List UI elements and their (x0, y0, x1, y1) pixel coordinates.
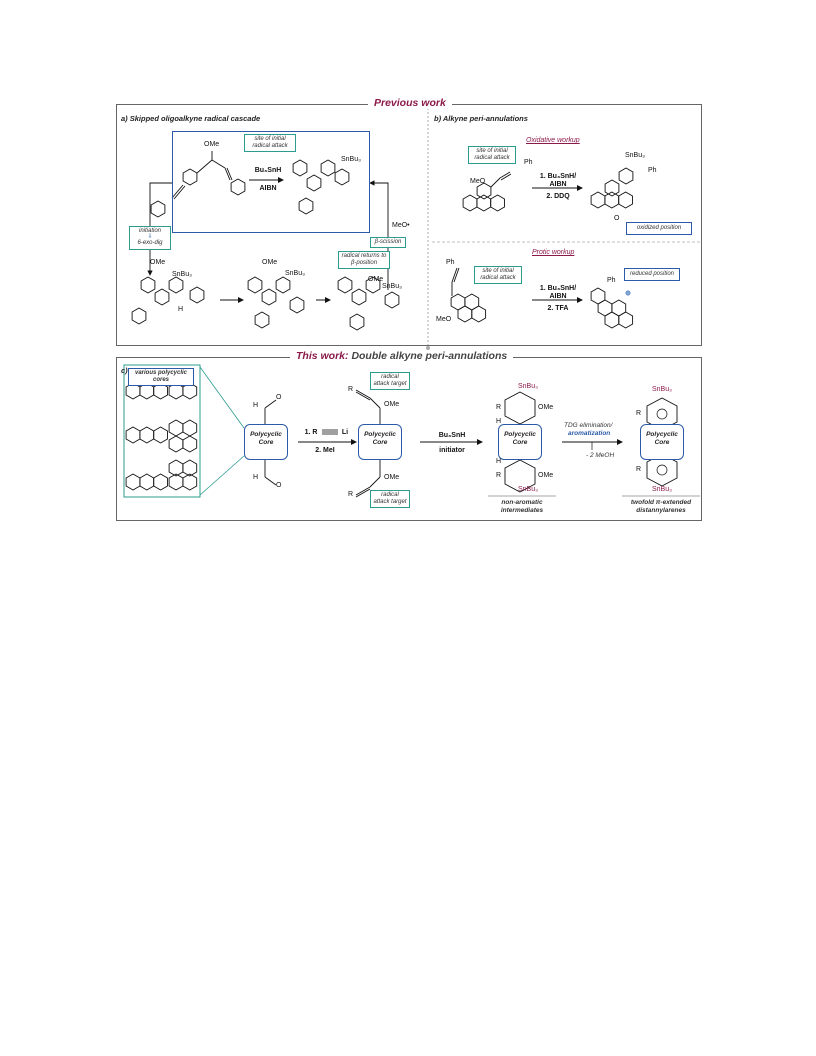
aldehyde-o-bottom: O (276, 482, 282, 489)
core-2-line1: Polycyclic (364, 431, 396, 438)
panel-b-ox-reagent-1: 1. Bu₃SnH/ (539, 173, 577, 180)
h-inter-top: H (496, 418, 502, 425)
panel-a-radical-returns: radical returns to β-position (338, 251, 390, 269)
panel-a-exo-dig: 6-exo-dig (137, 240, 163, 246)
core-box-2: Polycyclic Core (358, 424, 402, 460)
panel-b-pr-start (451, 267, 486, 322)
panel-a-down-arrow-icon: ⇩ (147, 234, 153, 240)
panel-c-step1-li: Li (341, 429, 349, 436)
various-cores-group (123, 364, 201, 498)
panel-b-pr-product (590, 287, 633, 328)
panel-b-pr-reagent-1: 1. Bu₃SnH/ (539, 285, 577, 292)
panel-b-ph-2: Ph (648, 167, 657, 174)
aldehyde-o-top: O (276, 394, 282, 401)
panel-b-ox-reagent-3: 2. DDQ (546, 193, 570, 200)
panel-b-site-label-2: site of initial radical attack (474, 266, 522, 284)
snbu3-inter-top: SnBu₃ (518, 383, 538, 390)
panel-a-beta-scission: β-scission (370, 237, 406, 248)
ome-bottom-mid: OMe (384, 474, 400, 481)
twofold-caption: twofold π-extended distannylarenes (630, 499, 692, 514)
zoom-line-bottom (199, 455, 245, 496)
core-box-1: Polycyclic Core (244, 424, 288, 460)
panel-b-ph-4: Ph (607, 277, 616, 284)
r-prod-top: R (636, 410, 642, 417)
panel-a-label: a) Skipped oligoalkyne radical cascade (121, 114, 261, 123)
step3-tdg: TDG elimination/ (564, 422, 613, 429)
core-3-line2: Core (512, 439, 528, 446)
ome-inter-bottom: OMe (538, 472, 554, 479)
panel-b-reduced-label: reduced position (624, 268, 680, 281)
snbu3-prod-top: SnBu₃ (652, 386, 672, 393)
h-inter-bottom: H (496, 458, 502, 465)
panel-a-snbu3-4: SnBu₃ (382, 283, 402, 290)
core-1-line1: Polycyclic (250, 431, 282, 438)
panel-a-reagent-1: Bu₃SnH (254, 167, 282, 174)
ome-top-mid: OMe (384, 401, 400, 408)
step3-meoh: - 2 MeOH (586, 452, 615, 459)
ome-inter-top: OMe (538, 404, 554, 411)
r-prod-bottom: R (636, 466, 642, 473)
core-3-line1: Polycyclic (504, 431, 536, 438)
panel-b-snbu3: SnBu₃ (625, 152, 645, 159)
panel-a-initiation: initiation (138, 228, 161, 234)
panel-b-site-label-1: site of initial radical attack (468, 146, 516, 164)
panel-c-label: c) (121, 366, 128, 375)
zoom-line-top (199, 366, 245, 429)
panel-c-step1-r: 1. R (304, 429, 318, 436)
r-inter-top: R (496, 404, 502, 411)
core-box-4: Polycyclic Core (640, 424, 684, 460)
previous-work-title: Previous work (368, 97, 452, 109)
panel-a-ome-2: OMe (150, 259, 166, 266)
core-box-3: Polycyclic Core (498, 424, 542, 460)
snbu3-prod-bottom: SnBu₃ (652, 486, 672, 493)
panel-a-blue-box (172, 131, 370, 233)
aldehyde-h-bottom: H (253, 474, 259, 481)
core-1-line2: Core (258, 439, 274, 446)
r-inter-bottom: R (496, 472, 502, 479)
panel-b-label: b) Alkyne peri-annulations (434, 114, 528, 123)
panel-a-h: H (178, 306, 184, 313)
panel-c-step2-reagent: Bu₃SnH (438, 432, 466, 439)
core-2-line2: Core (372, 439, 388, 446)
nonaromatic-caption: non-aromatic intermediates (500, 499, 544, 514)
panel-b-ox-start (463, 171, 512, 211)
r-top: R (348, 386, 354, 393)
panel-a-ome-4: OMe (368, 276, 384, 283)
panel-a-starting-material (150, 151, 246, 218)
aldehyde-h-top: H (253, 402, 259, 409)
panel-a-initiation-box: initiation ⇩ 6-exo-dig (129, 226, 171, 250)
panel-c-step1-mei: 2. MeI (315, 447, 335, 454)
panel-a-ome-3: OMe (262, 259, 278, 266)
panel-b-ox-reagent-2: AIBN (549, 181, 567, 188)
panel-a-snbu3-1: SnBu₃ (341, 156, 361, 163)
panel-b-pr-reagent-2: AIBN (549, 293, 567, 300)
this-work-title-a: This work: (296, 350, 349, 362)
panel-a-snbu3-2: SnBu₃ (172, 271, 192, 278)
panel-c-step2-initiator: initiator (439, 447, 465, 454)
core-4-line1: Polycyclic (646, 431, 678, 438)
this-work-title-b: Double alkyne peri-annulations (351, 350, 508, 362)
panel-b-ph-3: Ph (446, 259, 455, 266)
various-cores-label: various polycyclic cores (128, 368, 194, 386)
panel-b-meo-2: MeO (436, 316, 452, 323)
attack-target-top: radical attack target (370, 372, 410, 390)
panel-b-oxo: O (614, 215, 620, 222)
snbu3-inter-bottom: SnBu₃ (518, 486, 538, 493)
attack-target-bottom: radical attack target (370, 490, 410, 508)
step3-aromatization: aromatization (568, 430, 611, 437)
panel-a-reagent-2: AIBN (259, 185, 277, 192)
panel-b-ph-1: Ph (524, 159, 533, 166)
core-4-line2: Core (654, 439, 670, 446)
panel-b-pr-reagent-3: 2. TFA (547, 305, 569, 312)
this-work-title: This work: Double alkyne peri-annulation… (290, 350, 514, 362)
panel-a-meo-radical: MeO• (392, 222, 410, 229)
panel-b-meo-1: MeO (470, 178, 486, 185)
r-bottom: R (348, 491, 354, 498)
panel-b-protic-label: Protic workup (532, 249, 575, 256)
panel-a-ome-1: OMe (204, 141, 220, 148)
panel-b-oxidative-label: Oxidative workup (526, 137, 580, 144)
panel-a-site-label: site of initial radical attack (244, 134, 296, 152)
panel-b-oxidized-label: oxidized position (626, 222, 692, 235)
panel-a-snbu3-3: SnBu₃ (285, 270, 305, 277)
